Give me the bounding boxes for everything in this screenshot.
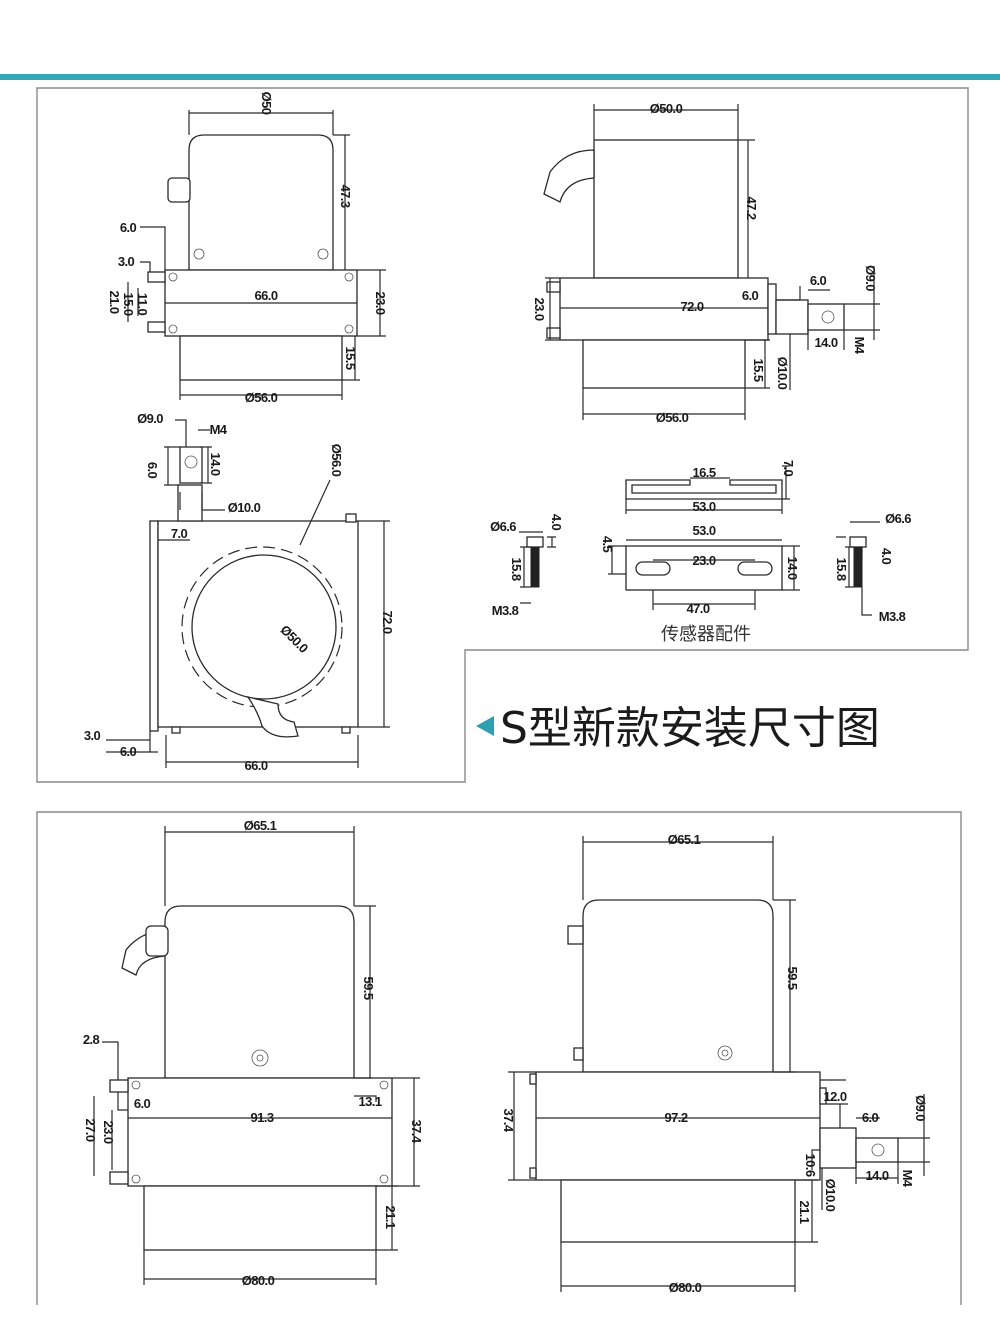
dim-acc-screw-left-head-h: 4.0 (549, 514, 564, 531)
dim-acc-screw-right-head: Ø6.6 (885, 511, 911, 526)
dim-acc-plate-height: 14.0 (785, 557, 800, 580)
dim-s-front-flange-width: 66.0 (255, 288, 278, 303)
s-top-view: Ø9.0 M4 6.0 14.0 Ø10.0 Ø56.0 7.0 72.0 Ø5… (84, 411, 395, 773)
dim-l-side-flange-width: 97.2 (665, 1110, 688, 1125)
dim-l-front-bottom-diameter: Ø80.0 (242, 1273, 275, 1288)
dim-l-front-left-b: 6.0 (134, 1096, 151, 1111)
dim-s-top-bottom-b: 6.0 (120, 744, 137, 759)
dim-acc-plate-thickness: 4.5 (600, 536, 615, 553)
s-side-view: Ø50.0 47.2 23.0 72.0 6.0 6.0 Ø9.0 14.0 M… (532, 101, 880, 425)
dim-l-side-shaft-offset: 10.6 (803, 1154, 818, 1177)
dim-s-front-bottom-height: 15.5 (343, 347, 358, 370)
dim-s-side-bottom-height: 15.5 (751, 359, 766, 382)
dim-s-top-outer-diameter: Ø56.0 (329, 444, 344, 477)
l-side-view: Ø65.1 59.5 37.4 97.2 12.0 6.0 Ø9.0 14.0 … (501, 832, 930, 1295)
accessories-label: 传感器配件 (661, 624, 751, 645)
dim-s-front-left-a: 6.0 (120, 220, 137, 235)
dim-s-top-hole-diameter: Ø9.0 (137, 411, 163, 426)
dim-l-front-top-diameter: Ø65.1 (244, 818, 277, 833)
dim-acc-clip-top: 16.5 (693, 465, 716, 480)
dim-s-front-left-c: 21.0 (107, 291, 122, 314)
dim-s-top-wall: 7.0 (171, 526, 188, 541)
dim-s-side-flange-width: 72.0 (681, 299, 704, 314)
dim-l-side-shaft-diameter: Ø10.0 (823, 1179, 838, 1212)
dim-acc-screw-right-head-h: 4.0 (879, 548, 894, 565)
dim-l-side-top-diameter: Ø65.1 (668, 832, 701, 847)
dim-acc-plate-holes: 47.0 (687, 601, 710, 616)
dim-l-side-thread: M4 (900, 1170, 915, 1188)
dim-acc-screw-left-thread: M3.8 (492, 603, 519, 618)
dim-s-side-thread: M4 (852, 337, 867, 355)
dim-acc-screw-right-thread: M3.8 (879, 609, 906, 624)
dim-s-top-hook-length: 14.0 (208, 453, 223, 476)
dim-l-side-spacer-b: 6.0 (862, 1110, 879, 1125)
dim-s-side-hook-length: 14.0 (815, 335, 838, 350)
dim-s-top-width: 66.0 (245, 758, 268, 773)
dim-s-front-bottom-diameter: Ø56.0 (245, 390, 278, 405)
dim-acc-clip-width: 53.0 (693, 499, 716, 514)
dim-s-front-top-diameter: Ø50 (259, 92, 274, 115)
dim-s-front-flange-height: 23.0 (373, 292, 388, 315)
dim-l-front-left-d: 23.0 (101, 1121, 116, 1144)
section-title-text: S型新款安装尺寸图 (500, 703, 880, 754)
dim-acc-plate-width: 53.0 (693, 523, 716, 538)
dim-s-side-hole-diameter: Ø9.0 (863, 265, 878, 291)
dim-s-side-shaft-diameter: Ø10.0 (775, 357, 790, 390)
dim-s-top-height: 72.0 (380, 611, 395, 634)
dim-l-front-left-c: 27.0 (83, 1119, 98, 1142)
dim-s-front-left-b: 3.0 (118, 254, 135, 269)
dim-s-top-hook-offset: 6.0 (145, 462, 160, 479)
dim-s-side-top-diameter: Ø50.0 (650, 101, 683, 116)
dim-l-side-flange-height: 37.4 (501, 1109, 516, 1133)
dim-l-side-spacer-a: 12.0 (824, 1089, 847, 1104)
s-top-outer-ring (181, 546, 343, 708)
accent-band (0, 74, 1000, 80)
dim-l-front-left-a: 2.8 (83, 1032, 100, 1047)
dim-l-front-bottom-height: 21.1 (383, 1206, 398, 1229)
upper-frame (36, 87, 969, 783)
accessory-clip (625, 479, 783, 500)
lower-frame (36, 811, 962, 1305)
dim-s-side-height-upper: 47.2 (744, 197, 759, 220)
dim-acc-clip-height: 7.0 (781, 460, 796, 477)
dim-s-side-spacer-a: 6.0 (742, 288, 759, 303)
dim-l-side-bottom-height: 21.1 (797, 1201, 812, 1224)
title-arrow-icon (476, 716, 494, 736)
dim-l-side-height-upper: 59.5 (785, 967, 800, 990)
dim-l-front-height-upper: 59.5 (361, 977, 376, 1000)
l-front-view: Ø65.1 59.5 2.8 6.0 27.0 23.0 91.3 13.1 3… (83, 818, 424, 1288)
dim-acc-screw-left-len: 15.8 (509, 558, 524, 581)
section-title: S型新款安装尺寸图 (476, 703, 880, 754)
dim-acc-screw-right-len: 15.8 (834, 558, 849, 581)
dim-s-front-height-upper: 47.3 (338, 185, 353, 208)
dim-s-side-bottom-diameter: Ø56.0 (656, 410, 689, 425)
dim-acc-plate-slot: 23.0 (693, 553, 716, 568)
dim-s-top-thread: M4 (210, 422, 228, 437)
dim-s-top-bottom-a: 3.0 (84, 728, 101, 743)
dim-s-front-left-d: 15.0 (121, 293, 136, 316)
dim-l-front-flange-offset: 13.1 (359, 1094, 382, 1109)
dim-s-top-shaft-diameter: Ø10.0 (228, 500, 261, 515)
dim-l-side-hole-diameter: Ø9.0 (913, 1095, 928, 1121)
accessory-screw-right: Ø6.6 4.0 15.8 M3.8 (834, 511, 912, 624)
dim-l-side-hook-length: 14.0 (866, 1168, 889, 1183)
s-front-view: Ø50 47.3 6.0 3.0 21.0 15.0 11.0 66.0 23.… (107, 92, 388, 405)
accessory-screw-left: Ø6.6 4.0 15.8 M3.8 (490, 514, 564, 618)
dim-l-front-flange-width: 91.3 (251, 1110, 274, 1125)
dim-acc-screw-left-head: Ø6.6 (490, 519, 516, 534)
dim-l-front-flange-height: 37.4 (409, 1120, 424, 1144)
accessories-group: 16.5 7.0 53.0 53.0 23.0 4.5 14.0 47.0 传感… (490, 460, 912, 645)
dim-s-side-flange-height: 23.0 (532, 298, 547, 321)
dim-l-side-bottom-diameter: Ø80.0 (669, 1280, 702, 1295)
dim-s-side-spacer-b: 6.0 (810, 273, 827, 288)
dim-s-front-left-e: 11.0 (135, 293, 150, 316)
